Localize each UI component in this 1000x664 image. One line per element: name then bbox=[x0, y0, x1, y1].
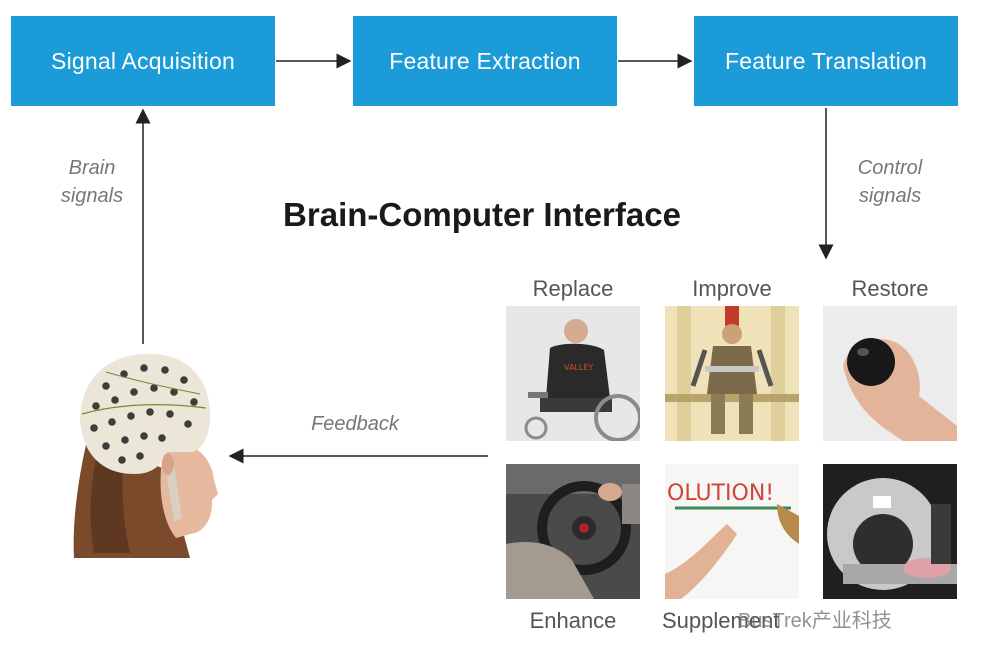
signal-acquisition-label: Signal Acquisition bbox=[51, 47, 235, 74]
brain-signals-label: Brain signals bbox=[42, 154, 142, 210]
photo-restore bbox=[823, 306, 957, 441]
control-signals-line-1: Control bbox=[857, 157, 923, 179]
caption-restore: Restore bbox=[851, 276, 929, 301]
feature-translation-block: Feature Translation bbox=[694, 16, 958, 106]
control-signals-label: Control signals bbox=[840, 154, 940, 210]
brain-signals-line-2: signals bbox=[60, 185, 124, 207]
caption-improve: Improve bbox=[692, 276, 772, 301]
svg-text:OLUTION!: OLUTION! bbox=[667, 481, 774, 506]
photo-improve bbox=[665, 306, 799, 441]
photo-enhance bbox=[506, 464, 640, 599]
diagram-title: Brain-Computer Interface bbox=[283, 196, 681, 233]
feature-translation-label: Feature Translation bbox=[725, 47, 927, 74]
photo-mri bbox=[823, 464, 957, 599]
feature-extraction-block: Feature Extraction bbox=[353, 16, 617, 106]
photo-supplement: OLUTION! bbox=[665, 464, 799, 599]
control-signals-line-2: signals bbox=[858, 185, 922, 207]
photo-replace: VALLEY bbox=[506, 306, 640, 441]
feedback-label: Feedback bbox=[311, 413, 399, 435]
caption-replace: Replace bbox=[532, 276, 614, 301]
caption-enhance: Enhance bbox=[529, 608, 617, 633]
caption-supplement: Supplement bbox=[662, 608, 780, 633]
svg-text:VALLEY: VALLEY bbox=[564, 363, 593, 372]
watermark: BusTrek产业科技 bbox=[738, 610, 892, 632]
signal-acquisition-block: Signal Acquisition bbox=[11, 16, 275, 106]
feature-extraction-label: Feature Extraction bbox=[389, 47, 581, 74]
brain-signals-line-1: Brain bbox=[68, 157, 116, 179]
eeg-head-illustration bbox=[73, 353, 218, 558]
